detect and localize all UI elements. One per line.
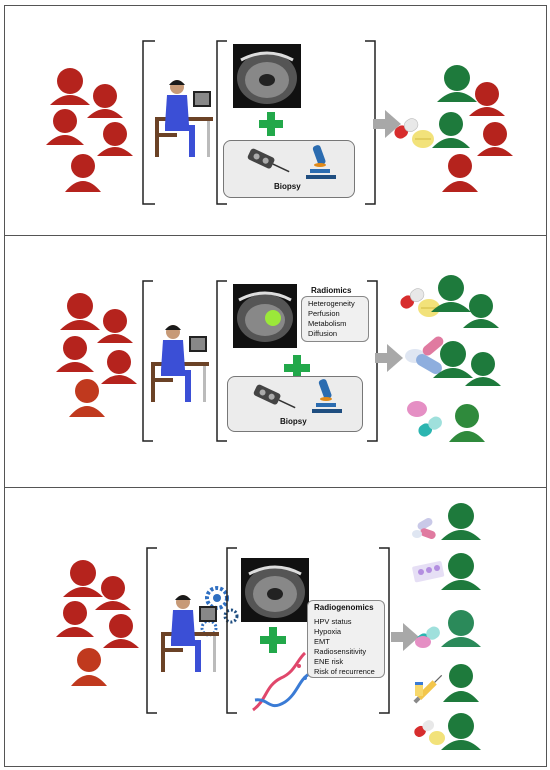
blister-pack-icon — [412, 561, 445, 583]
radiomics-features-box: Heterogeneity Perfusion Metabolism Diffu… — [301, 296, 369, 342]
plus-icon — [284, 355, 310, 381]
patient-silhouette-icon — [437, 65, 477, 102]
panel2-graphics — [56, 275, 501, 442]
radiogenomics-item: Radiosensitivity — [314, 647, 367, 656]
bracket-left — [142, 280, 153, 442]
patient-group-green — [441, 503, 481, 750]
patient-silhouette-icon — [97, 122, 133, 156]
patient-silhouette-icon — [63, 560, 103, 597]
radiogenomics-item: Risk of recurrence — [314, 667, 375, 676]
panel-radiomics: Radiomics Heterogeneity Perfusion Metabo… — [4, 235, 547, 488]
dna-helix-icon — [252, 651, 311, 712]
doctor-workstation-icon — [161, 595, 219, 672]
capsule-icon — [414, 720, 435, 738]
bracket-left — [146, 547, 157, 714]
panel-standard-care: Biopsy — [4, 5, 547, 236]
patient-silhouette-icon — [97, 309, 133, 343]
radiogenomics-item: HPV status — [314, 617, 352, 626]
ct-scan-image — [233, 44, 301, 108]
panel-radiogenomics: Radiogenomics HPV status Hypoxia EMT Rad… — [4, 487, 547, 767]
patient-group-red — [46, 68, 133, 192]
radiomics-title: Radiomics — [311, 286, 352, 295]
patient-silhouette-icon — [95, 576, 131, 610]
biopsy-gun-icon — [253, 384, 296, 409]
biopsy-box: Biopsy — [227, 376, 363, 432]
patient-silhouette-icon — [477, 122, 513, 156]
patient-silhouette-icon — [449, 404, 485, 442]
panel1-graphics — [46, 40, 513, 205]
pill-icon — [412, 518, 436, 539]
patient-group-green — [431, 275, 501, 442]
radiogenomics-title: Radiogenomics — [314, 603, 374, 612]
patient-silhouette-icon — [465, 352, 501, 386]
patient-silhouette-icon — [60, 293, 100, 330]
radiomics-item: Diffusion — [308, 329, 338, 338]
pill-icon — [405, 336, 444, 374]
biopsy-label: Biopsy — [280, 417, 307, 426]
bracket-inner-right — [379, 547, 390, 714]
patient-group-red — [56, 560, 139, 686]
biopsy-label: Biopsy — [274, 182, 301, 191]
patient-silhouette-icon — [103, 614, 139, 648]
radiogenomics-features-box: Radiogenomics HPV status Hypoxia EMT Rad… — [307, 600, 385, 678]
radiomics-item: Metabolism — [308, 319, 347, 328]
patient-silhouette-icon — [56, 601, 94, 637]
arrow-right-icon — [391, 623, 419, 651]
radiomics-item: Heterogeneity — [308, 299, 355, 308]
tablet-icon — [407, 401, 427, 417]
radiogenomics-item: ENE risk — [314, 657, 344, 666]
ct-scan-image — [241, 558, 309, 622]
doctor-workstation-icon — [151, 325, 209, 402]
patient-group-red — [56, 293, 137, 417]
biopsy-box: Biopsy — [223, 140, 355, 198]
vial-icon — [415, 682, 423, 696]
patient-silhouette-icon — [441, 610, 481, 647]
patient-silhouette-icon — [87, 84, 123, 118]
patient-silhouette-icon — [463, 294, 499, 328]
radiogenomics-item: EMT — [314, 637, 330, 646]
patient-silhouette-icon — [50, 68, 90, 105]
capsule-icon — [418, 416, 442, 437]
panel3-graphics — [56, 503, 481, 750]
patient-silhouette-icon — [441, 553, 481, 590]
gear-icon — [205, 586, 229, 610]
patient-silhouette-icon — [442, 154, 478, 192]
patient-silhouette-icon — [469, 82, 505, 116]
patient-silhouette-icon — [101, 350, 137, 384]
microscope-icon — [312, 379, 342, 413]
arrow-right-icon — [373, 110, 401, 138]
patient-silhouette-icon — [433, 341, 473, 378]
patient-silhouette-icon — [443, 664, 479, 702]
patient-silhouette-icon — [431, 275, 471, 312]
plus-icon — [259, 112, 283, 136]
patient-silhouette-icon — [441, 503, 481, 540]
patient-silhouette-icon — [46, 109, 84, 145]
bracket-inner-left — [216, 280, 227, 442]
patient-silhouette-icon — [56, 336, 94, 372]
bracket-inner-left — [216, 40, 227, 205]
microscope-icon — [306, 145, 336, 179]
bracket-left — [142, 40, 155, 205]
bracket-inner-left — [226, 547, 237, 714]
tablet-icon — [418, 299, 440, 317]
arrow-right-icon — [375, 344, 403, 372]
patient-silhouette-icon — [441, 713, 481, 750]
doctor-workstation-icon — [155, 80, 213, 157]
radiogenomics-item: Hypoxia — [314, 627, 342, 636]
patient-silhouette-icon — [69, 379, 105, 417]
plus-icon — [260, 627, 286, 653]
tablet-icon — [415, 636, 431, 648]
tablet-icon — [412, 130, 434, 148]
patient-silhouette-icon — [71, 648, 107, 686]
biopsy-gun-icon — [247, 148, 290, 173]
patient-silhouette-icon — [432, 112, 470, 148]
patient-silhouette-icon — [65, 154, 101, 192]
tablet-icon — [429, 731, 445, 745]
gear-icon — [223, 608, 239, 624]
capsule-icon — [394, 118, 419, 139]
radiomics-item: Perfusion — [308, 309, 340, 318]
ct-scan-image — [233, 284, 297, 348]
capsule-icon — [400, 288, 425, 309]
patient-group-green — [432, 65, 513, 192]
